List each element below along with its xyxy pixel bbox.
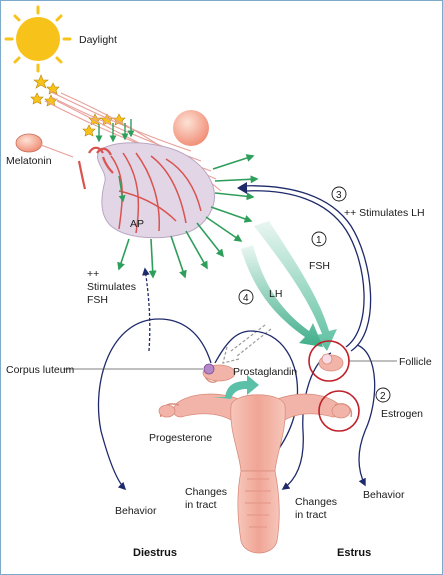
pineal-connector xyxy=(40,144,74,158)
stimulates-fsh-line1: ++ xyxy=(87,268,99,280)
hypothalamus-sphere xyxy=(173,110,209,146)
stimulates-fsh-line3: FSH xyxy=(87,294,108,306)
step-3-number: 3 xyxy=(336,190,342,201)
lh-arrow xyxy=(241,245,323,347)
changes-right-line1: Changes xyxy=(295,496,337,508)
follicle-body xyxy=(321,353,333,365)
ap-label: AP xyxy=(130,218,144,230)
step-4-marker xyxy=(238,289,254,305)
step-2-marker xyxy=(375,387,391,403)
corpus-luteum-body xyxy=(203,363,215,375)
estrogen-to-behavior-line xyxy=(356,344,376,487)
lh-label: LH xyxy=(269,288,282,300)
step-3-marker xyxy=(331,186,347,202)
diestrus-label: Diestrus xyxy=(133,547,177,559)
stimulates-fsh-line2: Stimulates xyxy=(87,281,136,293)
stimulates-lh-label: ++ Stimulates LH xyxy=(344,207,425,219)
portal-vessels xyxy=(77,146,114,190)
lh-stimulation-arrowhead xyxy=(237,182,247,194)
left-ovary xyxy=(158,404,176,418)
melatonin-label: Melatonin xyxy=(6,155,52,167)
behavior-left-label: Behavior xyxy=(115,505,157,517)
step-1-number: 1 xyxy=(316,235,322,246)
behavior-right-label: Behavior xyxy=(363,489,405,501)
light-input-arrows xyxy=(95,119,135,203)
hormone-release-arrows xyxy=(117,154,259,279)
corpus-luteum-label: Corpus luteum xyxy=(6,364,75,376)
step-4-number: 4 xyxy=(243,293,249,304)
follicle-label: Follicle xyxy=(399,356,432,368)
light-signal-icons xyxy=(30,74,126,137)
fsh-feedback-dashed-line xyxy=(142,267,151,352)
sun-icon xyxy=(4,5,72,73)
step-1-marker xyxy=(311,231,327,247)
estrogen-label: Estrogen xyxy=(381,408,423,420)
anterior-pituitary xyxy=(97,142,215,239)
estrogen-feedback-line xyxy=(240,185,372,352)
daylight-label: Daylight xyxy=(79,34,117,46)
prostaglandin-label: Prostaglandin xyxy=(233,366,297,378)
reproductive-tract xyxy=(159,369,353,554)
estrogen-to-tract-line xyxy=(281,352,332,490)
fsh-arrow xyxy=(254,221,337,351)
step-2-number: 2 xyxy=(380,391,386,402)
changes-left-line1: Changes xyxy=(185,486,227,498)
estrogen-highlight-ring xyxy=(318,390,360,432)
right-ovary xyxy=(331,403,351,419)
fsh-label: FSH xyxy=(309,260,330,272)
pituitary-vessels xyxy=(110,152,202,234)
pineal-gland xyxy=(15,133,43,153)
progesterone-feedback-loop xyxy=(97,318,212,491)
changes-right-line2: in tract xyxy=(295,509,327,521)
estrus-label: Estrus xyxy=(337,547,371,559)
progesterone-arrow xyxy=(213,375,259,399)
changes-left-line2: in tract xyxy=(185,499,217,511)
progesterone-label: Progesterone xyxy=(149,432,212,444)
